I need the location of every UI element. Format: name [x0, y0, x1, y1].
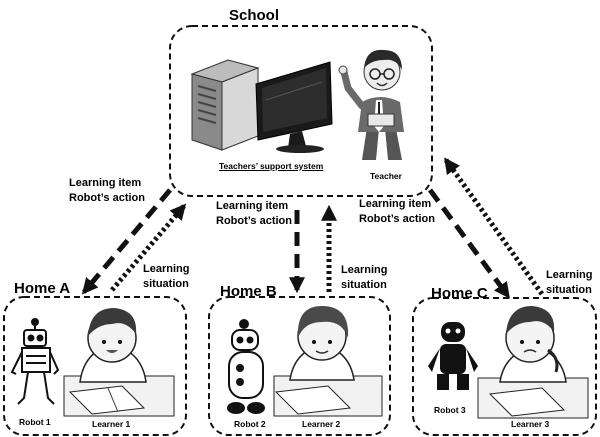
- teacher-icon: [338, 49, 404, 160]
- school-title: School: [229, 7, 280, 24]
- robot-1-icon: [10, 318, 60, 405]
- robot-2-label: Robot 2: [234, 419, 266, 429]
- flow-right-down-line2: Robot’s action: [359, 213, 435, 225]
- flow-label-center-down: Learning item Robot’s action: [216, 199, 292, 229]
- arrow-school-to-home-c: [427, 188, 511, 299]
- flow-right-down-line1: Learning item: [359, 198, 432, 210]
- learner-1-illustration: [63, 308, 175, 417]
- flow-right-up-line2: situation: [546, 284, 592, 296]
- school-box: [169, 25, 433, 197]
- arrow-school-to-home-a: [81, 188, 172, 295]
- system-label: Teachers’ support system: [219, 161, 324, 171]
- robot-1-label: Robot 1: [19, 417, 51, 427]
- flow-center-up-line1: Learning: [341, 264, 388, 276]
- learner-3-illustration: [477, 306, 589, 419]
- flow-label-left-down: Learning item Robot’s action: [69, 176, 145, 206]
- flow-center-up-line2: situation: [341, 279, 387, 291]
- monitor-icon: [255, 61, 333, 153]
- learner-3-label: Learner 3: [511, 419, 550, 429]
- flow-center-down-line2: Robot’s action: [216, 215, 292, 227]
- flow-center-down-line1: Learning item: [216, 200, 289, 212]
- home-b-title: Home B: [220, 283, 277, 300]
- flow-right-up-line1: Learning: [546, 269, 593, 281]
- learner-2-illustration: [273, 306, 383, 417]
- home-b-box: [208, 296, 391, 436]
- learner-2-label: Learner 2: [302, 419, 341, 429]
- robot-3-icon: [428, 322, 478, 390]
- home-a-title: Home A: [14, 280, 71, 297]
- arrow-home-c-to-school: [443, 157, 545, 296]
- flow-label-right-up: Learning situation: [546, 268, 592, 298]
- computer-tower-icon: [190, 59, 260, 151]
- home-c-title: Home C: [431, 285, 488, 302]
- flow-label-right-down: Learning item Robot’s action: [359, 197, 435, 227]
- arrow-home-a-to-school: [110, 203, 187, 292]
- flow-left-down-line1: Learning item: [69, 177, 142, 189]
- robot-3-label: Robot 3: [434, 405, 466, 415]
- robot-2-icon: [227, 319, 265, 414]
- flow-label-left-up: Learning situation: [143, 262, 189, 292]
- flow-left-up-line1: Learning: [143, 263, 190, 275]
- flow-left-up-line2: situation: [143, 278, 189, 290]
- flow-left-down-line2: Robot’s action: [69, 192, 145, 204]
- home-a-box: [3, 296, 187, 436]
- flow-label-center-up: Learning situation: [341, 263, 387, 293]
- learner-1-label: Learner 1: [92, 419, 131, 429]
- teacher-label: Teacher: [370, 171, 402, 181]
